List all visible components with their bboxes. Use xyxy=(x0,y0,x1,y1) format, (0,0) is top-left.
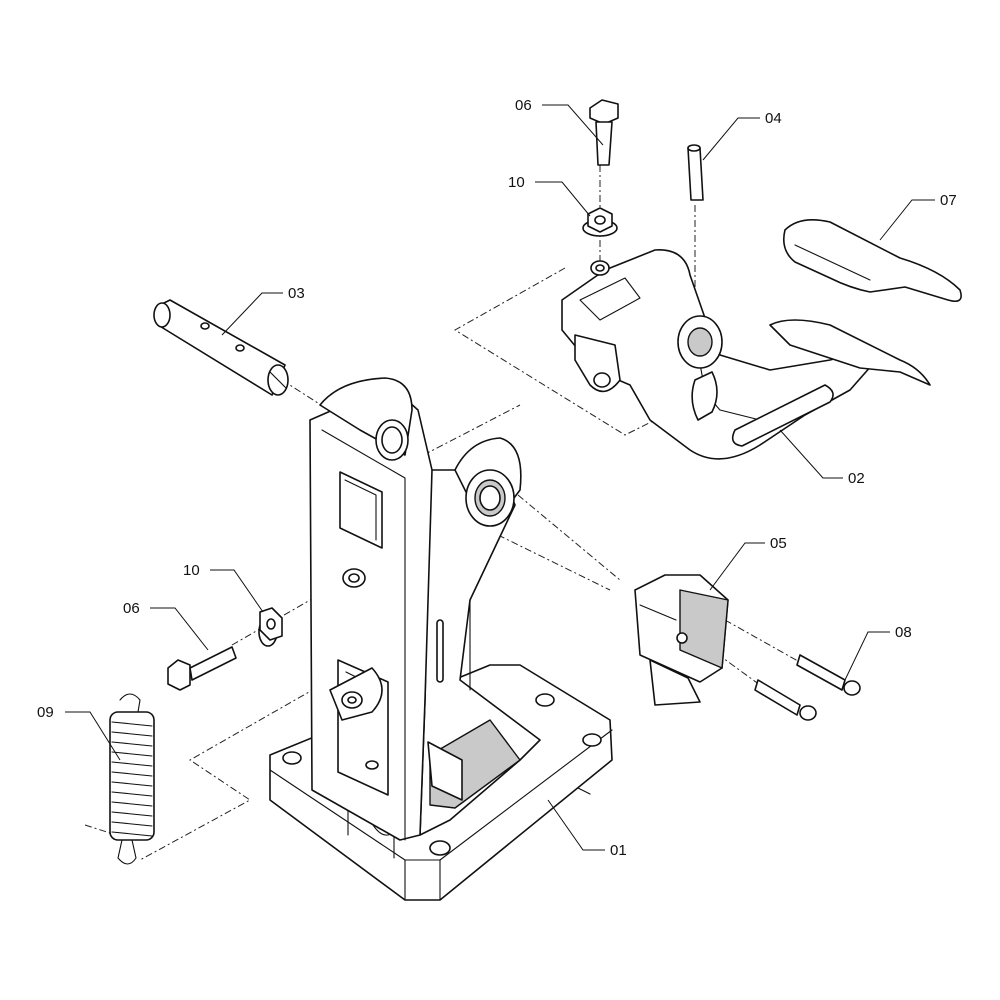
part-09-tension-spring xyxy=(109,693,155,865)
callout-01: 01 xyxy=(610,842,627,859)
part-07-pedal-pad xyxy=(782,219,962,303)
callout-03: 03 xyxy=(288,285,305,302)
part-04-dowel-pin xyxy=(687,144,704,201)
part-01-mounting-bracket xyxy=(269,377,613,901)
part-06-hex-bolt-top xyxy=(589,99,619,166)
callout-07: 07 xyxy=(940,192,957,209)
callout-09: 09 xyxy=(37,704,54,721)
part-05-position-sensor xyxy=(634,574,729,706)
callout-leaders xyxy=(65,104,935,851)
callout-02: 02 xyxy=(848,470,865,487)
callout-06-top: 06 xyxy=(515,97,532,114)
part-06-hex-bolt-left xyxy=(167,646,237,691)
callout-10-left: 10 xyxy=(183,562,200,579)
callout-labels: 06 04 10 07 03 02 05 10 06 08 09 01 xyxy=(37,97,957,859)
callout-10-top: 10 xyxy=(508,174,525,191)
callout-05: 05 xyxy=(770,535,787,552)
part-03-pivot-pin xyxy=(153,299,289,396)
callout-04: 04 xyxy=(765,110,782,127)
part-02-pedal-arm xyxy=(561,249,931,460)
callout-08: 08 xyxy=(895,624,912,641)
part-10-flange-nut-top xyxy=(582,207,618,237)
callout-06-left: 06 xyxy=(123,600,140,617)
part-08-screws xyxy=(754,654,861,721)
part-10-flange-nut-left xyxy=(258,607,283,647)
